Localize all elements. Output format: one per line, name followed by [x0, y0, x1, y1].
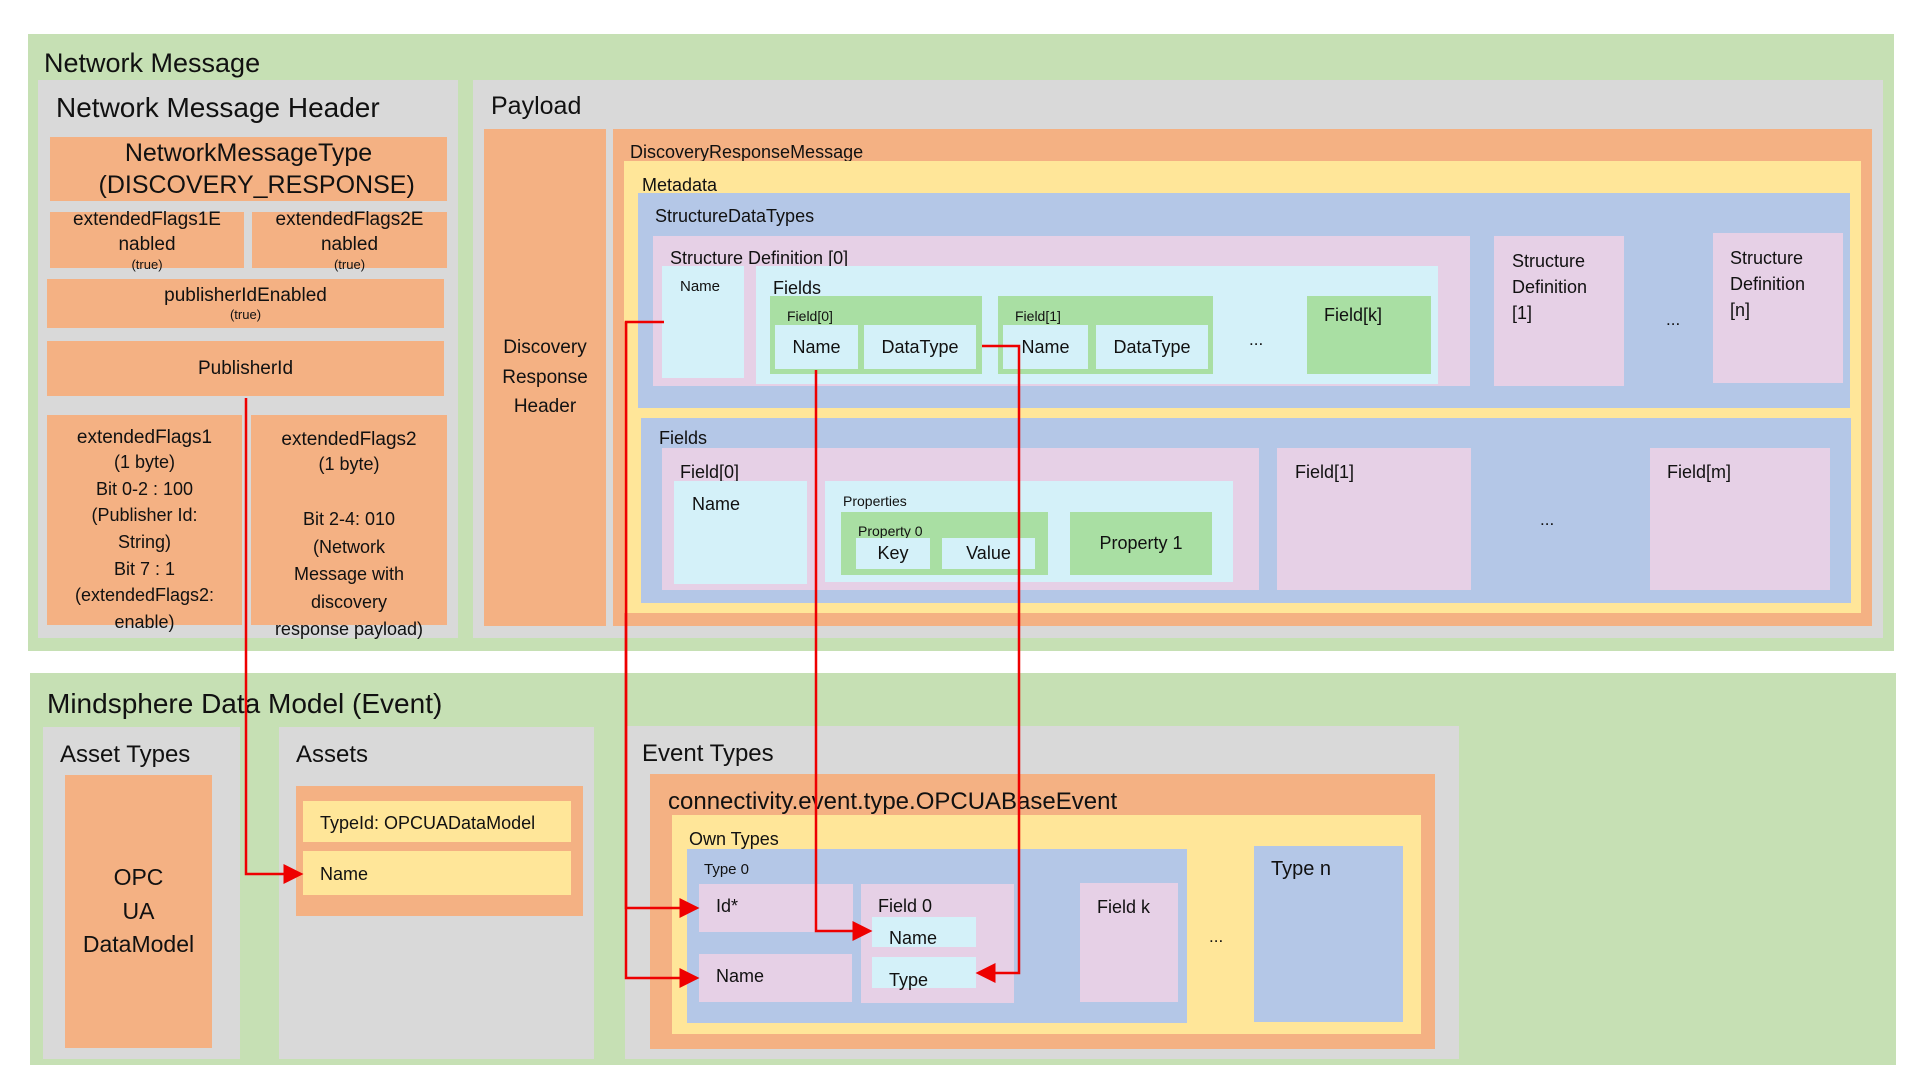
property0-value-box: Value: [942, 538, 1035, 569]
typen-label: Type n: [1271, 858, 1332, 880]
field0-title: Field 0: [878, 896, 933, 916]
ext-flags1-title: extendedFlags1: [76, 427, 213, 448]
sd0-field1-name-label: Name: [1021, 336, 1070, 357]
asset-name-box: [303, 851, 571, 895]
assets-title: Assets: [296, 741, 369, 768]
sd0-fieldk-box: [1307, 296, 1431, 374]
asset-types-title: Asset Types: [60, 741, 191, 768]
base-event-title: connectivity.event.type.OPCUABaseEvent: [668, 788, 1118, 815]
asset-name-label: Name: [320, 864, 369, 884]
type0-name-label: Name: [716, 966, 765, 986]
type0-title: Type 0: [704, 861, 750, 878]
opc-ua-datamodel-label: OPC UA DataModel: [82, 864, 195, 958]
type-id-label: TypeId: OPCUADataModel: [320, 813, 536, 833]
sd0-fields-title: Fields: [773, 278, 822, 298]
ext-flags2-box: extendedFlags2 (1 byte) Bit 2-4: 010 (Ne…: [251, 415, 447, 639]
sd0-field1-datatype-label: DataType: [1113, 336, 1191, 357]
field0-type-box: [872, 957, 976, 988]
publisher-id-enabled-box: publisherIdEnabled (true): [47, 279, 444, 328]
structure-data-types-title: StructureDataTypes: [655, 206, 815, 226]
publisher-id-box: PublisherId: [47, 341, 444, 396]
property0-title: Property 0: [858, 523, 923, 539]
ext-flags1-true-note: (true): [131, 257, 163, 273]
typen-box: [1254, 846, 1403, 1022]
type0-name-box: [699, 954, 852, 1002]
sd0-field1-name-box: Name: [1003, 325, 1088, 369]
ext-flags1-body: (1 byte) Bit 0-2 : 100 (Publisher Id: St…: [74, 452, 215, 632]
sd0-field0-name-box: Name: [775, 325, 858, 369]
publisher-id-enabled-true-note: (true): [229, 307, 262, 322]
ext-flags2-enabled-label: extendedFlags2E nabled: [275, 208, 424, 255]
type-id-box: [303, 801, 571, 842]
ext-flags2-body: (1 byte) Bit 2-4: 010 (Network Message w…: [274, 454, 424, 640]
discovery-response-header-box: Discovery Response Header: [484, 129, 606, 626]
sd0-fieldk-title: Field[k]: [1324, 305, 1383, 325]
property1-box: Property 1: [1070, 512, 1212, 575]
mindsphere-title: Mindsphere Data Model (Event): [47, 688, 443, 719]
id-label: Id*: [716, 896, 739, 916]
md-fieldm-title: Field[m]: [1667, 462, 1732, 482]
structure-definitions-ellipsis: ...: [1666, 310, 1681, 329]
own-types-ellipsis: ...: [1209, 927, 1224, 946]
field0-name-label: Name: [889, 928, 938, 948]
payload-title: Payload: [491, 92, 582, 120]
publisher-id-enabled-label: publisherIdEnabled: [164, 285, 327, 306]
ext-flags2-title: extendedFlags2: [281, 429, 417, 450]
ext-flags1-enabled-label: extendedFlags1E nabled: [73, 208, 221, 255]
sd0-name-label: Name: [680, 278, 721, 295]
structure-definition-1-box: [1494, 236, 1624, 386]
property1-label: Property 1: [1099, 533, 1183, 553]
ext-flags1-enabled-box: extendedFlags1E nabled (true): [50, 209, 244, 272]
property0-value-label: Value: [966, 543, 1011, 563]
discovery-response-header-label: Discovery Response Header: [502, 337, 588, 418]
sd0-field0-title: Field[0]: [787, 308, 833, 324]
field0-name-box: [872, 917, 976, 947]
md-field1-title: Field[1]: [1295, 462, 1355, 482]
network-message-header-title: Network Message Header: [56, 92, 380, 123]
network-message-type-label: NetworkMessageType (DISCOVERY_RESPONSE): [98, 138, 415, 200]
md-fieldm-box: [1650, 448, 1830, 590]
field0-type-label: Type: [889, 970, 929, 990]
sd0-fields-ellipsis: ...: [1249, 330, 1264, 349]
sd0-field0-datatype-box: DataType: [864, 325, 976, 369]
md-field1-box: [1277, 448, 1471, 590]
fieldk-label: Field k: [1097, 897, 1151, 917]
md-field0-title: Field[0]: [680, 462, 740, 482]
fieldk-box: [1080, 883, 1178, 1002]
structure-definition-1-label: Structure Definition [1]: [1512, 251, 1588, 324]
properties-title: Properties: [843, 493, 907, 509]
metadata-title: Metadata: [642, 175, 718, 195]
md-field0-name-label: Name: [692, 494, 741, 514]
ext-flags2-enabled-box: extendedFlags2E nabled (true): [252, 209, 447, 272]
metadata-fields-title: Fields: [659, 428, 708, 448]
sd0-field0-name-label: Name: [792, 336, 841, 357]
structure-definition-0-title: Structure Definition [0]: [670, 248, 849, 268]
own-types-title: Own Types: [689, 829, 779, 849]
md-fields-ellipsis: ...: [1540, 510, 1555, 529]
ext-flags1-box: extendedFlags1 (1 byte) Bit 0-2 : 100 (P…: [47, 415, 242, 632]
event-types-title: Event Types: [642, 740, 774, 767]
sd0-field1-title: Field[1]: [1015, 308, 1061, 324]
structure-definition-n-box: [1713, 233, 1843, 383]
sd0-field1-datatype-box: DataType: [1096, 325, 1208, 369]
sd0-field0-datatype-label: DataType: [881, 336, 959, 357]
ext-flags2-true-note: (true): [333, 257, 366, 273]
network-message-type-box: NetworkMessageType (DISCOVERY_RESPONSE): [50, 137, 447, 201]
discovery-response-message-title: DiscoveryResponseMessage: [630, 142, 864, 162]
publisher-id-label: PublisherId: [197, 357, 294, 379]
network-message-title: Network Message: [44, 48, 261, 78]
property0-key-box: Key: [856, 538, 930, 569]
structure-definition-n-label: Structure Definition [n]: [1730, 248, 1806, 321]
property0-key-label: Key: [877, 543, 909, 563]
opc-ua-datamodel-box: OPC UA DataModel: [65, 775, 212, 1048]
